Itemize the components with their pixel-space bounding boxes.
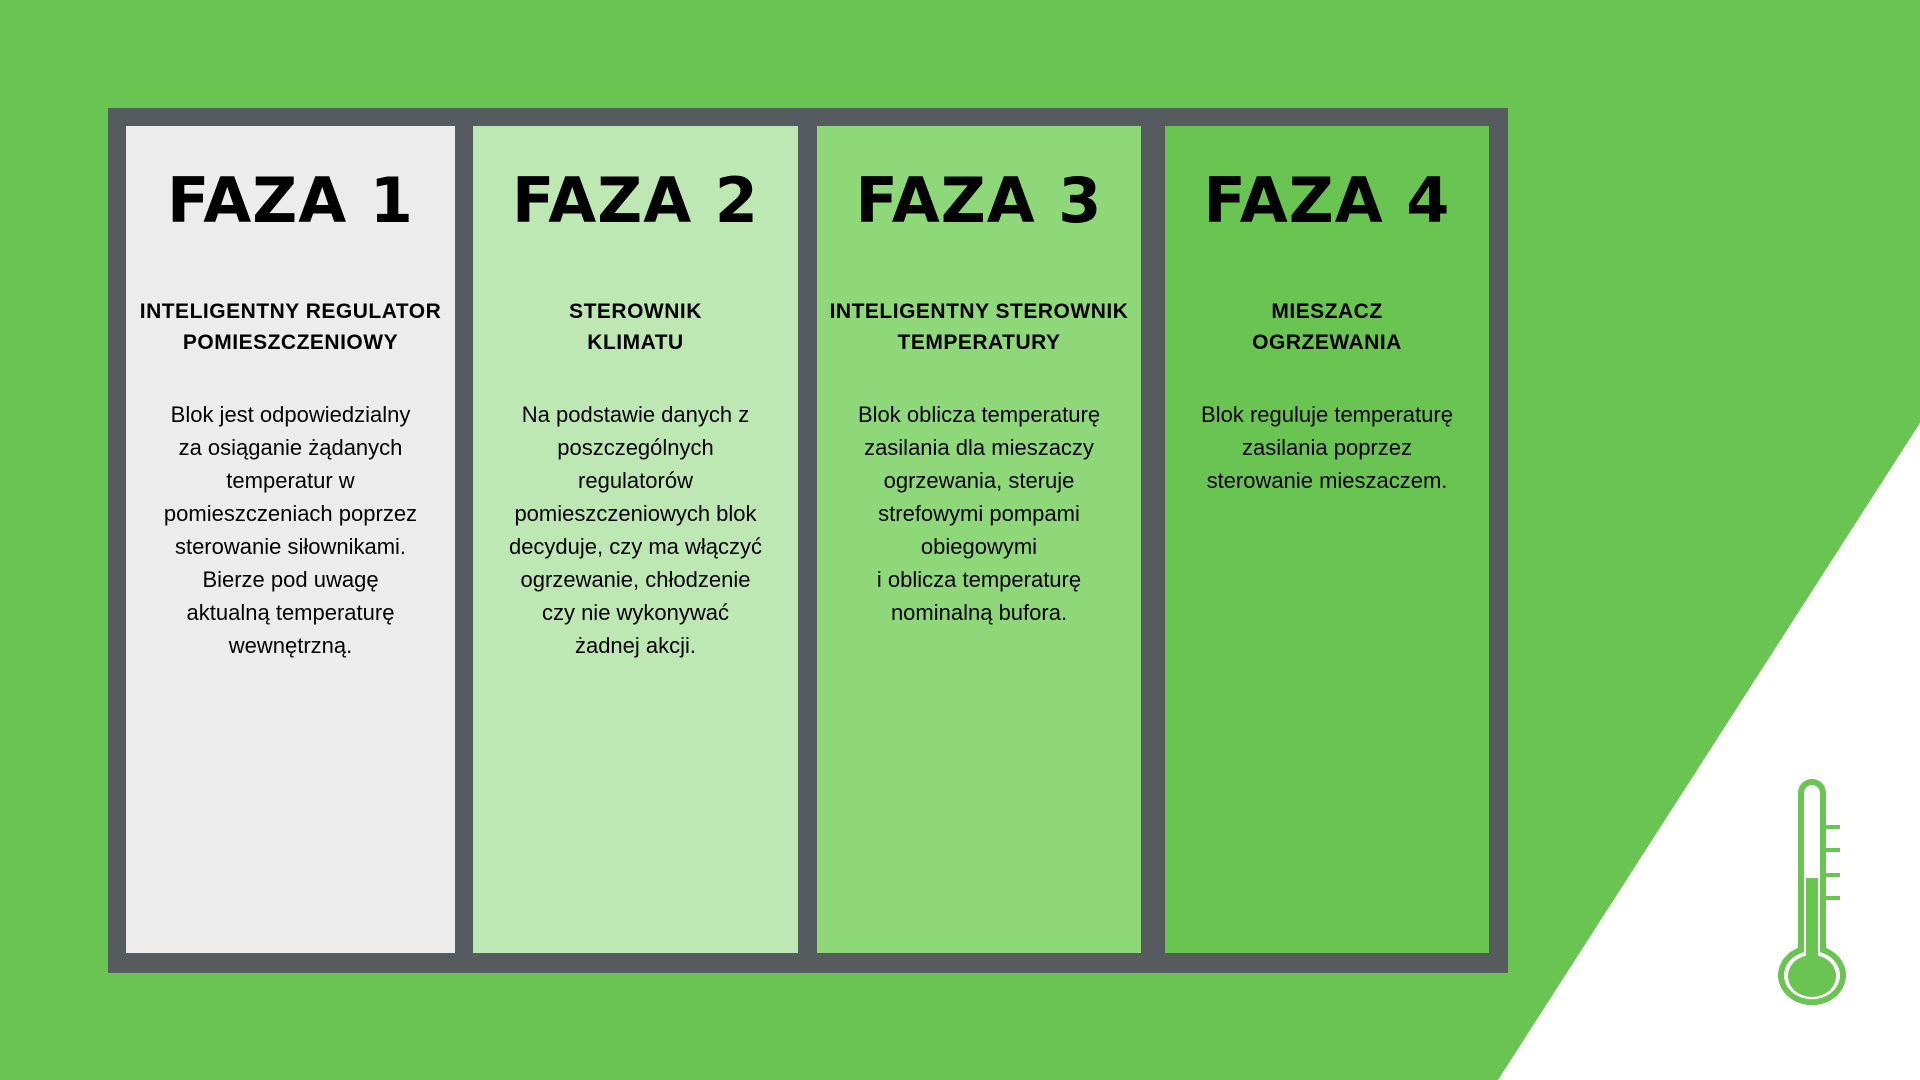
body-line: żadnej akcji. — [574, 633, 697, 658]
subtitle-line: TEMPERATURY — [897, 331, 1061, 354]
body-line: wewnętrzną. — [228, 633, 353, 658]
body-line: temperatur w — [226, 468, 355, 493]
body-line: Blok reguluje temperaturę — [1201, 402, 1453, 427]
phase-description: Na podstawie danych z poszczególnych reg… — [479, 398, 792, 662]
body-line: poszczególnych — [557, 435, 714, 460]
thermometer-icon — [1778, 779, 1846, 1006]
body-line: regulatorów — [578, 468, 693, 493]
phase-panel-3: FAZA 3 INTELIGENTNY STEROWNIK TEMPERATUR… — [817, 126, 1141, 953]
body-line: i oblicza temperaturę — [876, 567, 1082, 592]
subtitle-line: POMIESZCZENIOWY — [182, 331, 399, 354]
body-line: Blok oblicza temperaturę — [857, 402, 1101, 427]
body-line: ogrzewania, steruje — [883, 468, 1075, 493]
subtitle-line: OGRZEWANIA — [1252, 331, 1402, 354]
body-line: za osiąganie żądanych — [178, 435, 403, 460]
body-line: pomieszczeniach poprzez — [163, 501, 418, 526]
phase-title: FAZA 1 — [167, 164, 414, 237]
phase-description: Blok reguluje temperaturę zasilania popr… — [1171, 398, 1483, 497]
body-line: Na podstawie danych z — [521, 402, 750, 427]
phase-subtitle: STEROWNIK KLIMATU — [473, 296, 798, 358]
body-line: ogrzewanie, chłodzenie — [520, 567, 751, 592]
subtitle-line: STEROWNIK — [569, 300, 702, 323]
phase-panel-4: FAZA 4 MIESZACZ OGRZEWANIA Blok reguluje… — [1165, 126, 1489, 953]
body-line: zasilania dla mieszaczy — [864, 435, 1094, 460]
subtitle-line: INTELIGENTNY REGULATOR — [139, 300, 442, 323]
phase-subtitle: INTELIGENTNY STEROWNIK TEMPERATURY — [817, 296, 1141, 358]
body-line: strefowymi pompami — [878, 501, 1080, 526]
phase-panel-2: FAZA 2 STEROWNIK KLIMATU Na podstawie da… — [473, 126, 798, 953]
body-line: nominalną bufora. — [890, 600, 1068, 625]
phase-title: FAZA 2 — [512, 164, 759, 237]
phase-description: Blok oblicza temperaturę zasilania dla m… — [823, 398, 1135, 629]
body-line: decyduje, czy ma włączyć — [508, 534, 763, 559]
body-line: obiegowymi — [920, 534, 1038, 559]
phase-title: FAZA 3 — [855, 164, 1103, 237]
body-line: sterowanie mieszaczem. — [1206, 468, 1448, 493]
body-line: Bierze pod uwagę — [202, 567, 379, 592]
subtitle-line: INTELIGENTNY STEROWNIK — [829, 300, 1129, 323]
body-line: czy nie wykonywać — [541, 600, 730, 625]
phase-panel-1: FAZA 1 INTELIGENTNY REGULATOR POMIESZCZE… — [126, 126, 455, 953]
body-line: pomieszczeniowych blok — [514, 501, 757, 526]
body-line: aktualną temperaturę — [186, 600, 395, 625]
subtitle-line: KLIMATU — [587, 331, 684, 354]
phase-subtitle: MIESZACZ OGRZEWANIA — [1165, 296, 1489, 358]
phase-subtitle: INTELIGENTNY REGULATOR POMIESZCZENIOWY — [126, 296, 455, 358]
phase-description: Blok jest odpowiedzialny za osiąganie żą… — [132, 398, 449, 662]
phase-title: FAZA 4 — [1203, 164, 1451, 237]
body-line: zasilania poprzez — [1242, 435, 1412, 460]
body-line: Blok jest odpowiedzialny — [170, 402, 411, 427]
body-line: sterowanie siłownikami. — [174, 534, 407, 559]
phases-frame: FAZA 1 INTELIGENTNY REGULATOR POMIESZCZE… — [108, 108, 1508, 973]
subtitle-line: MIESZACZ — [1271, 300, 1383, 323]
